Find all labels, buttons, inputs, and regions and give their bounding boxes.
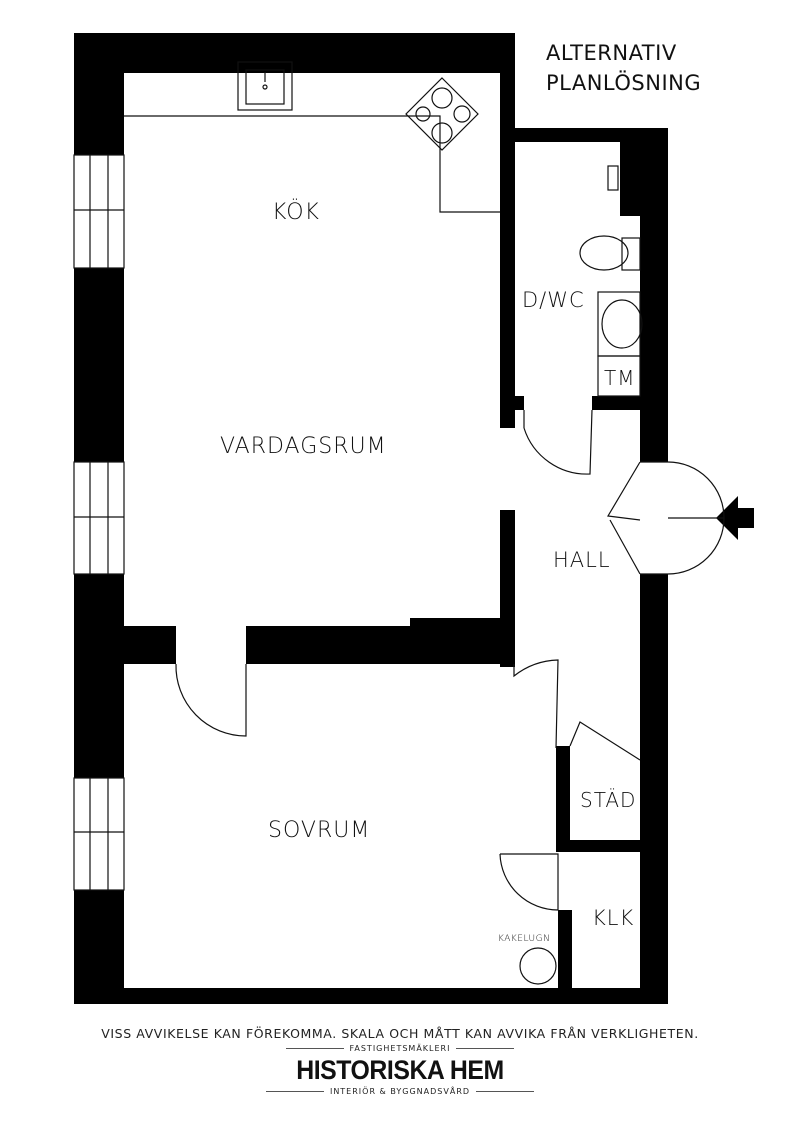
room-label-sovrum: SOVRUM bbox=[268, 818, 371, 843]
logo-top-text: FASTIGHETSMÄKLERI bbox=[349, 1044, 451, 1053]
room-label-dwc: D/WC bbox=[522, 288, 585, 312]
logo-bottom-row: INTERIÖR & BYGGNADSVÅRD bbox=[0, 1087, 800, 1096]
room-label-kakelugn: KAKELUGN bbox=[498, 934, 551, 944]
tiled-stove-icon bbox=[519, 947, 557, 985]
washbasin-icon bbox=[597, 291, 643, 357]
wall-bath-top bbox=[500, 128, 668, 142]
logo-rule-left-2 bbox=[265, 1091, 324, 1092]
door-entrance bbox=[607, 461, 725, 575]
entrance-arrow-icon bbox=[716, 496, 754, 540]
kitchen-counter bbox=[124, 115, 500, 213]
logo-rule-right bbox=[456, 1048, 515, 1049]
wall-right-lower bbox=[640, 574, 668, 1004]
shower-fixture bbox=[607, 165, 619, 191]
wall-right-upper bbox=[640, 128, 668, 462]
door-klk bbox=[499, 853, 559, 911]
logo-top-row: FASTIGHETSMÄKLERI bbox=[0, 1044, 800, 1053]
plan-title-line2: PLANLÖSNING bbox=[546, 71, 702, 95]
wall-bath-inner bbox=[620, 142, 642, 216]
wall-bath-bottom-left bbox=[500, 396, 524, 410]
room-label-hall: HALL bbox=[553, 548, 611, 572]
wall-stad-bottom bbox=[556, 840, 642, 852]
wall-left-bottom bbox=[74, 890, 124, 1004]
disclaimer: VISS AVVIKELSE KAN FÖREKOMMA. SKALA OCH … bbox=[101, 1026, 699, 1041]
window-3 bbox=[73, 777, 125, 891]
plan-title-line1: ALTERNATIV bbox=[546, 41, 677, 65]
room-label-vardagsrum: VARDAGSRUM bbox=[220, 434, 387, 459]
door-bedroom bbox=[175, 663, 247, 737]
window-2 bbox=[73, 461, 125, 575]
logo: FASTIGHETSMÄKLERI HISTORISKA HEM INTERIÖ… bbox=[0, 1044, 800, 1096]
room-label-stad: STÄD bbox=[580, 788, 637, 812]
wall-living-bed-right bbox=[246, 626, 514, 664]
wall-top bbox=[74, 33, 514, 73]
sink-icon bbox=[237, 61, 293, 111]
room-label-tm: TM bbox=[604, 366, 636, 390]
stove-icon bbox=[405, 77, 479, 151]
wall-living-bed-left bbox=[124, 626, 176, 664]
room-label-kok: KÖK bbox=[272, 200, 320, 225]
wall-corner bbox=[410, 618, 514, 630]
door-bathroom bbox=[523, 409, 593, 475]
window-1 bbox=[73, 154, 125, 269]
wall-bottom bbox=[74, 988, 668, 1004]
logo-rule-left bbox=[285, 1048, 344, 1049]
wall-left-mid bbox=[74, 268, 124, 462]
wall-bath-bottom-right bbox=[592, 396, 642, 410]
wall-stad-left bbox=[556, 746, 570, 842]
wall-left-lower bbox=[74, 574, 124, 778]
wall-kitchen-right bbox=[500, 33, 515, 428]
plan-title: ALTERNATIV PLANLÖSNING bbox=[546, 38, 701, 98]
logo-bottom-text: INTERIÖR & BYGGNADSVÅRD bbox=[329, 1087, 471, 1096]
wall-klk-left bbox=[558, 910, 572, 990]
toilet-icon bbox=[579, 235, 641, 271]
logo-name: HISTORISKA HEM bbox=[296, 1055, 504, 1085]
logo-rule-right-2 bbox=[476, 1091, 535, 1092]
room-label-klk: KLK bbox=[592, 906, 635, 930]
washing-machine bbox=[597, 355, 641, 397]
door-hall-bedroom bbox=[513, 659, 559, 749]
door-stad bbox=[569, 721, 641, 761]
